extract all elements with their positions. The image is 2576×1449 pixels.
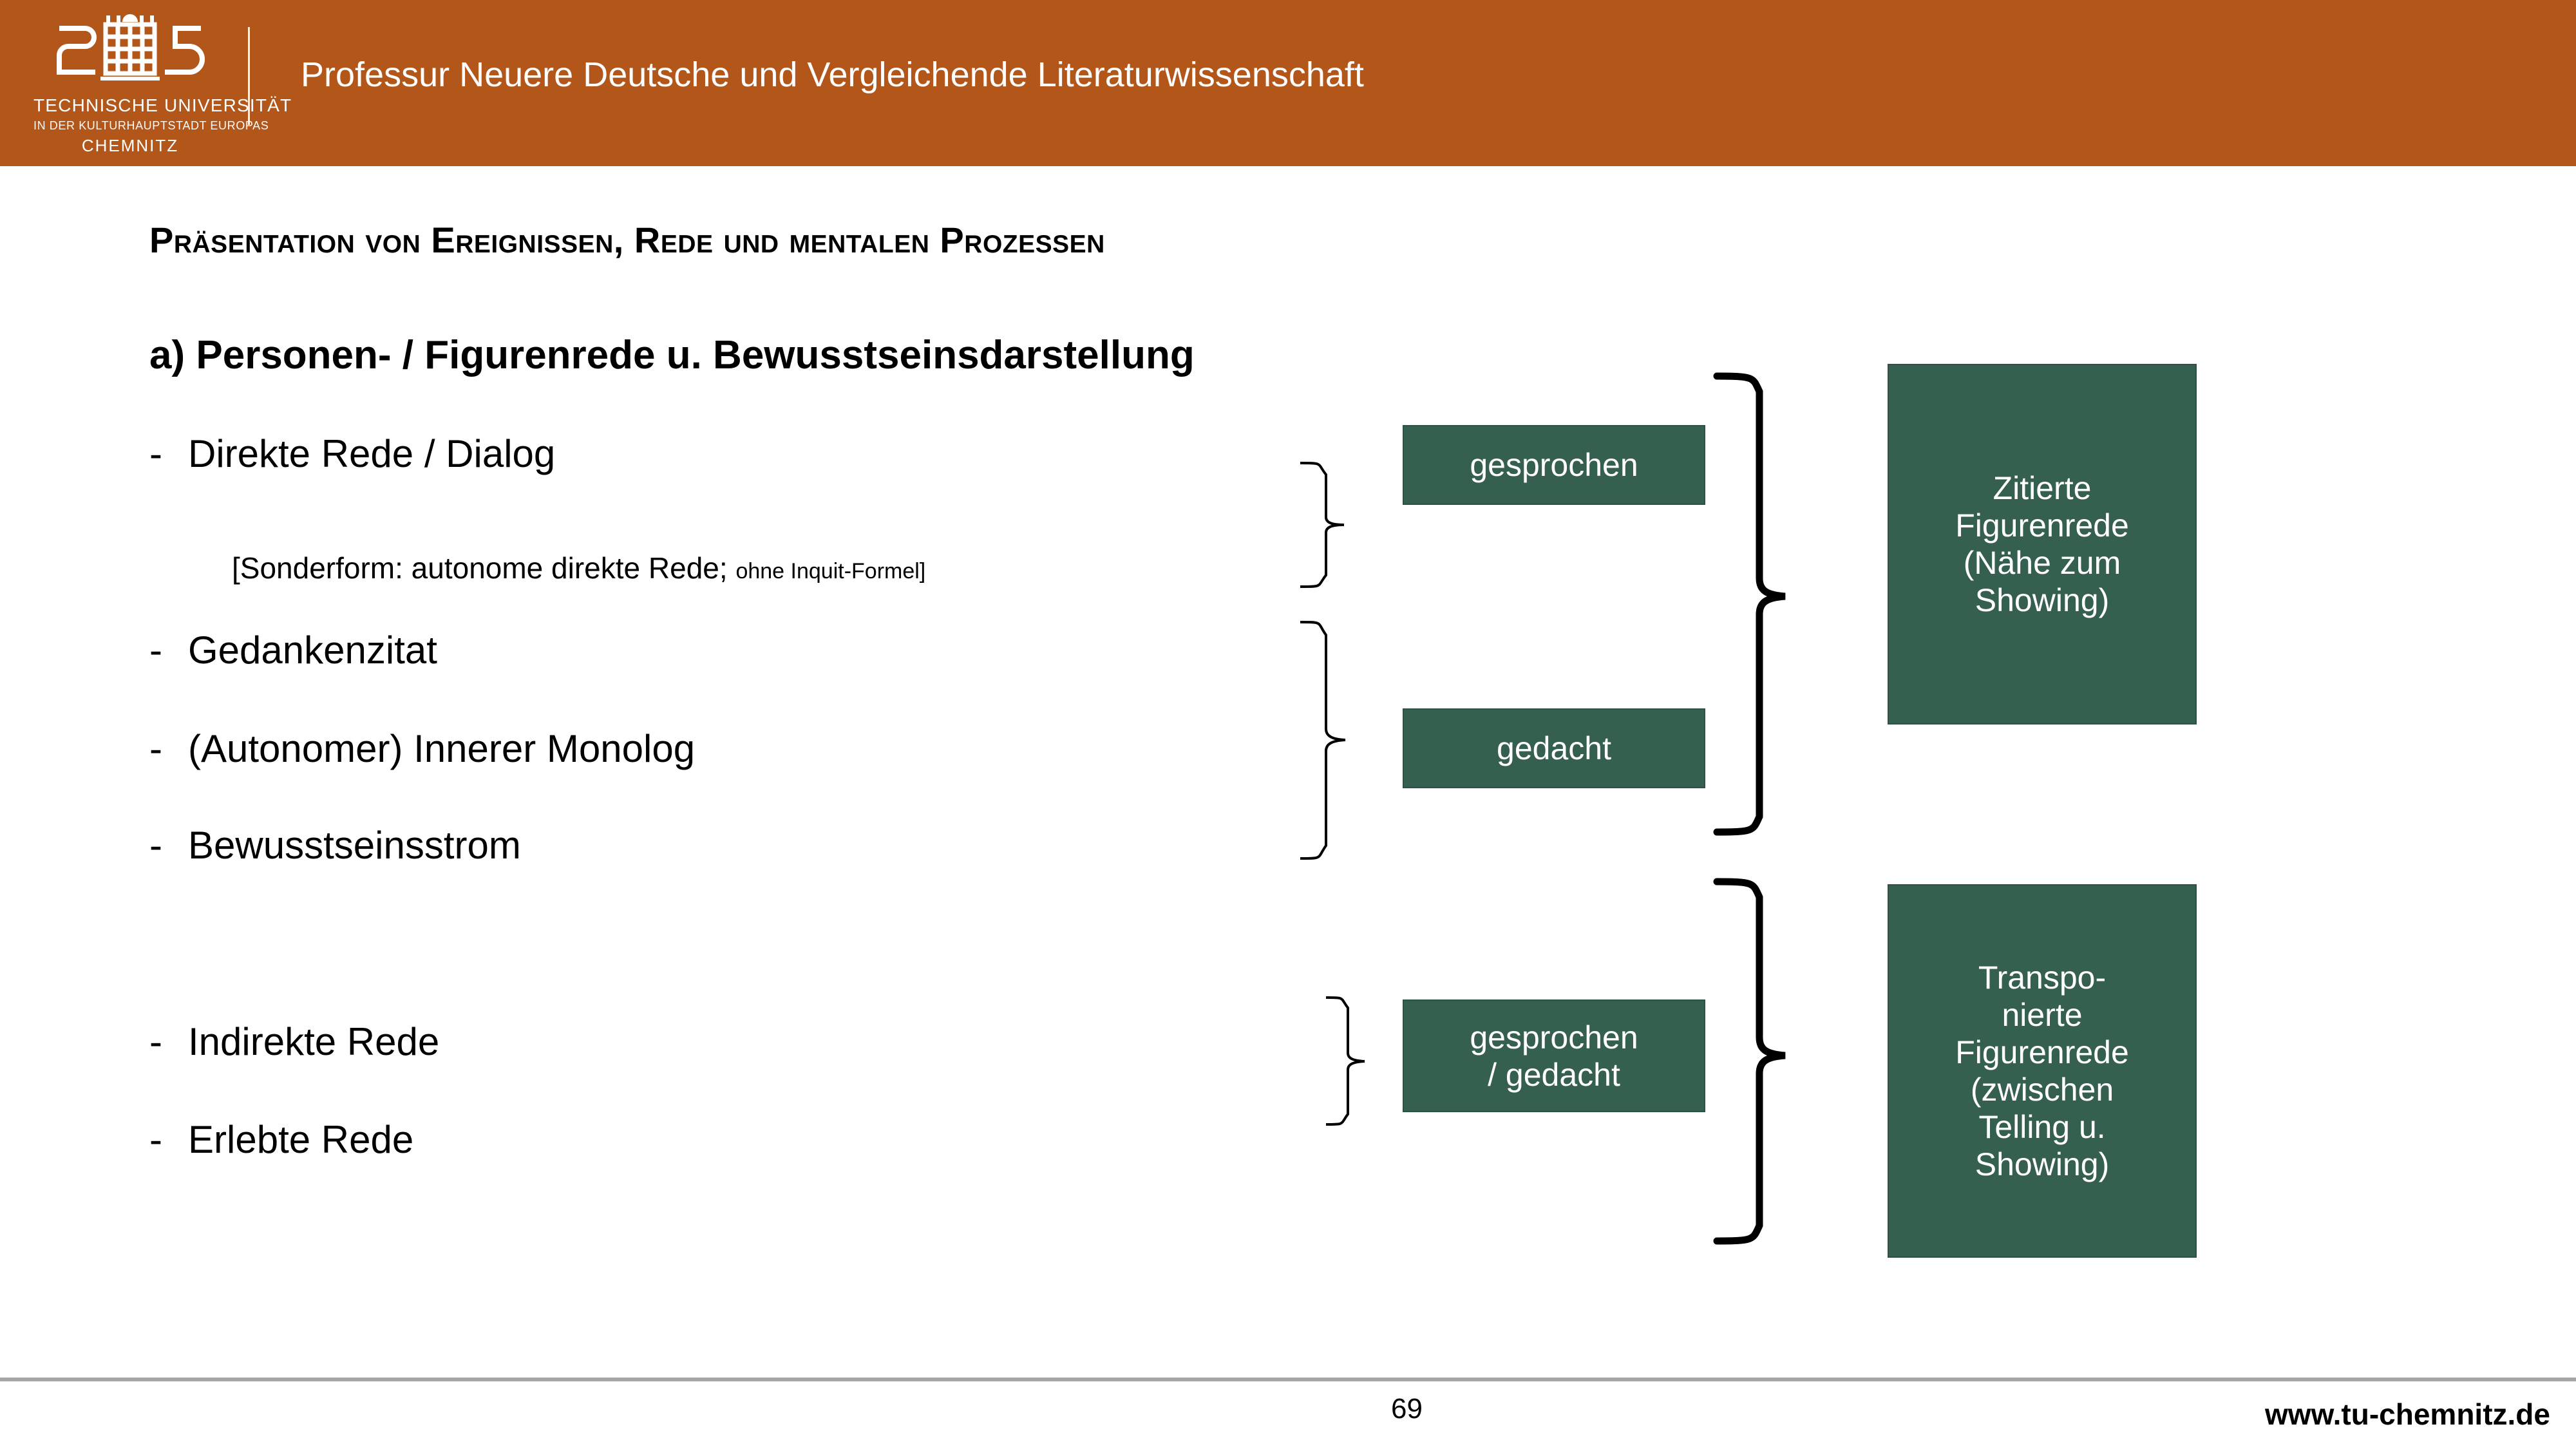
category-box-line2: Figurenrede bbox=[1955, 507, 2129, 544]
footer-divider bbox=[0, 1378, 2576, 1381]
list-item-label: Indirekte Rede bbox=[188, 1020, 440, 1063]
brace-zitierte-figurenrede bbox=[1713, 372, 1797, 836]
category-box-transponierte-figurenrede: Transpo- nierte Figurenrede (zwischen Te… bbox=[1888, 884, 2197, 1258]
mode-box-label: gesprochen bbox=[1470, 447, 1638, 483]
mode-box-label-line2: / gedacht bbox=[1488, 1056, 1620, 1093]
logo-line-university: TECHNISCHE UNIVERSITÄT bbox=[33, 95, 292, 115]
list-item: -Indirekte Rede bbox=[149, 1019, 439, 1064]
list-item: -Direkte Rede / Dialog bbox=[149, 431, 555, 476]
bullet-dash: - bbox=[149, 432, 162, 475]
list-item-label: Erlebte Rede bbox=[188, 1118, 414, 1161]
tu-chemnitz-2025-logo-icon bbox=[33, 12, 227, 91]
bullet-dash: - bbox=[149, 1118, 162, 1161]
category-box-line4: Showing) bbox=[1975, 582, 2110, 618]
category-box-line5: Telling u. bbox=[1978, 1109, 2106, 1145]
list-item-label: Direkte Rede / Dialog bbox=[188, 432, 556, 475]
list-item: -Erlebte Rede bbox=[149, 1117, 413, 1162]
page-title: Präsentation von Ereignissen, Rede und m… bbox=[149, 220, 1105, 260]
logo-line-capital: IN DER KULTURHAUPTSTADT EUROPAS bbox=[33, 119, 269, 132]
mode-box-label: gedacht bbox=[1497, 730, 1611, 766]
logo-line-city: CHEMNITZ bbox=[81, 136, 179, 155]
mode-box-label-line1: gesprochen bbox=[1470, 1019, 1638, 1056]
brace-direkte-rede bbox=[1298, 460, 1356, 589]
list-item: -(Autonomer) Innerer Monolog bbox=[149, 726, 695, 771]
bullet-dash: - bbox=[149, 1020, 162, 1063]
category-box-line2: nierte bbox=[2002, 997, 2083, 1033]
list-item-subnote: [Sonderform: autonome direkte Rede; ohne… bbox=[232, 551, 925, 585]
list-item: -Bewusstseinsstrom bbox=[149, 823, 521, 867]
header-divider bbox=[248, 27, 250, 125]
header-title: Professur Neuere Deutsche und Vergleiche… bbox=[301, 55, 1364, 94]
bullet-dash: - bbox=[149, 727, 162, 770]
category-box-zitierte-figurenrede: Zitierte Figurenrede (Nähe zum Showing) bbox=[1888, 364, 2197, 724]
slide-subtitle: a) Personen- / Figurenrede u. Bewusstsei… bbox=[149, 333, 1195, 377]
bullet-dash: - bbox=[149, 824, 162, 867]
slide-header-bar: TECHNISCHE UNIVERSITÄT IN DER KULTURHAUP… bbox=[0, 0, 2576, 166]
subnote-main: [Sonderform: autonome direkte Rede; bbox=[232, 551, 728, 585]
category-box-line6: Showing) bbox=[1975, 1146, 2110, 1182]
mode-box-gedacht: gedacht bbox=[1403, 708, 1705, 788]
subnote-small: ohne Inquit-Formel] bbox=[735, 559, 926, 583]
category-box-line1: Zitierte bbox=[1993, 470, 2092, 506]
list-item-label: Bewusstseinsstrom bbox=[188, 824, 521, 867]
category-box-line1: Transpo- bbox=[1978, 960, 2107, 996]
university-logo: TECHNISCHE UNIVERSITÄT IN DER KULTURHAUP… bbox=[33, 12, 292, 157]
mode-box-gesprochen-gedacht: gesprochen / gedacht bbox=[1403, 999, 1705, 1112]
category-box-line3: (Nähe zum bbox=[1963, 545, 2121, 581]
list-item-label: (Autonomer) Innerer Monolog bbox=[188, 727, 696, 770]
brace-transponierte-figurenrede bbox=[1713, 878, 1797, 1245]
page-number: 69 bbox=[1391, 1393, 1423, 1425]
bullet-dash: - bbox=[149, 629, 162, 672]
footer-url: www.tu-chemnitz.de bbox=[2265, 1397, 2550, 1431]
mode-box-gesprochen: gesprochen bbox=[1403, 425, 1705, 505]
brace-transponierte-gruppe bbox=[1323, 995, 1375, 1127]
category-box-line4: (zwischen bbox=[1970, 1072, 2114, 1108]
brace-gedacht-gruppe bbox=[1298, 620, 1356, 861]
list-item: -Gedankenzitat bbox=[149, 628, 437, 672]
category-box-line3: Figurenrede bbox=[1955, 1034, 2129, 1070]
list-item-label: Gedankenzitat bbox=[188, 629, 437, 672]
